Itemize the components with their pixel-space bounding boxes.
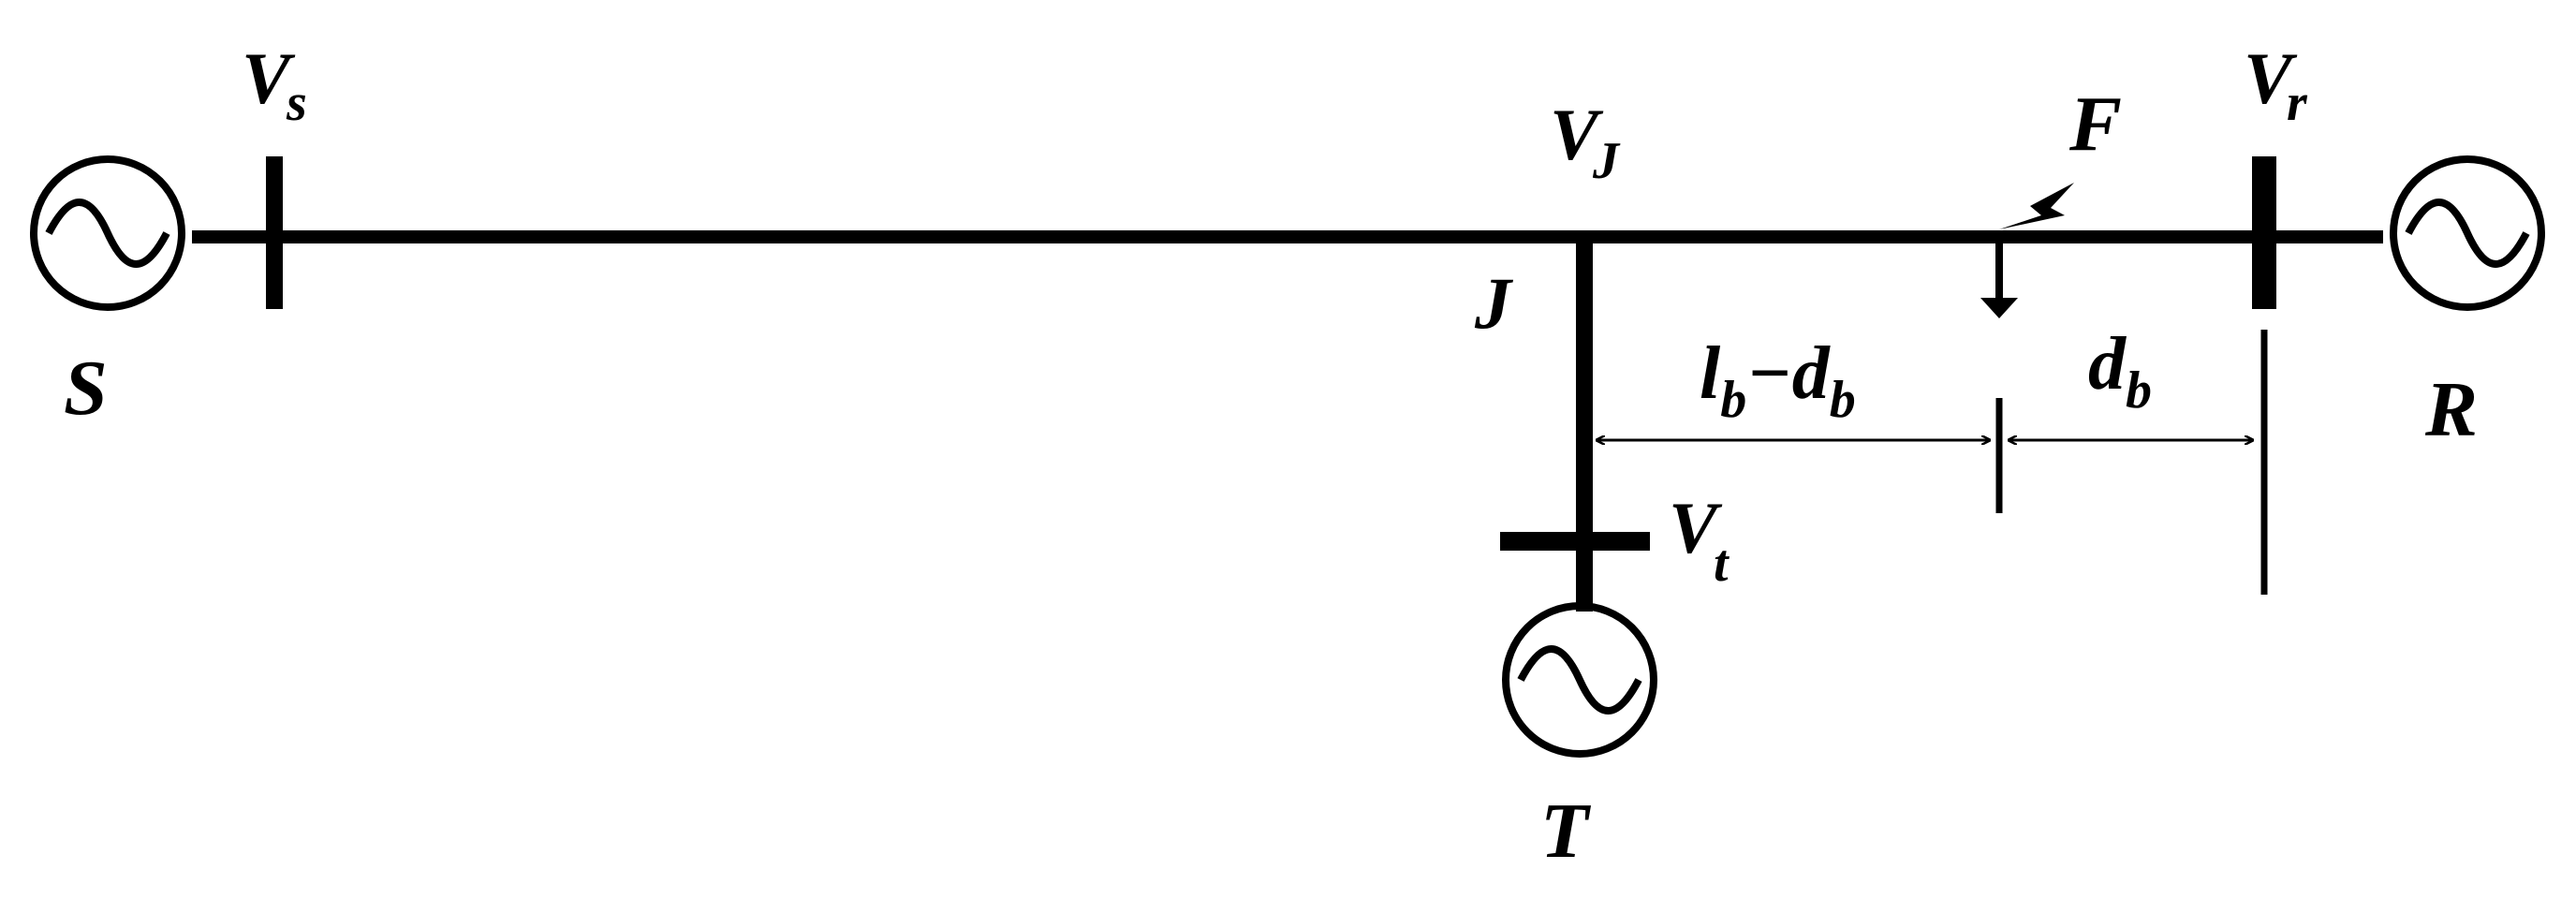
ac-source-icon	[1502, 602, 1657, 758]
label-source-t: T	[1540, 788, 1592, 875]
label-vr-sub: r	[2287, 74, 2308, 132]
label-vr: Vr	[2244, 37, 2308, 132]
label-vs: Vs	[242, 37, 307, 132]
ac-source-icon	[2390, 155, 2545, 311]
label-dim-right-d: d	[2088, 323, 2127, 405]
ac-source-s	[30, 155, 185, 311]
label-junction: J	[1474, 262, 1514, 344]
ac-source-t	[1502, 602, 1657, 758]
label-vj: VJ	[1550, 94, 1621, 190]
label-source-s: S	[64, 345, 108, 432]
sine-wave-icon	[45, 199, 170, 268]
fault-lightning-icon	[1999, 183, 2074, 229]
label-vj-main: V	[1550, 94, 1604, 175]
ac-source-icon	[30, 155, 185, 311]
label-dim-left-l-sub: b	[1720, 371, 1746, 429]
sine-wave-icon	[2405, 199, 2530, 268]
label-dim-left-l: l	[1700, 332, 1721, 415]
label-fault: F	[2068, 81, 2122, 168]
fault-indicator	[1980, 183, 2074, 318]
label-dim-right-d-sub: b	[2126, 361, 2152, 420]
label-dim-left-d: d	[1792, 332, 1831, 415]
ac-source-r	[2390, 155, 2545, 311]
label-dim-left-minus: −	[1746, 332, 1791, 415]
label-vt-sub: t	[1714, 535, 1730, 593]
label-dim-left-d-sub: b	[1830, 371, 1856, 429]
fault-arrow-icon	[1980, 298, 2018, 318]
sine-wave-icon	[1517, 645, 1642, 715]
label-vt-main: V	[1669, 487, 1723, 568]
label-vs-main: V	[242, 37, 296, 119]
label-source-r: R	[2424, 366, 2478, 453]
label-vr-main: V	[2244, 37, 2298, 119]
label-dim-left: lb−db	[1700, 332, 1856, 429]
label-dim-right: db	[2088, 323, 2152, 420]
label-vj-sub: J	[1592, 132, 1621, 190]
label-vt: Vt	[1669, 487, 1730, 593]
label-vs-sub: s	[286, 74, 307, 132]
